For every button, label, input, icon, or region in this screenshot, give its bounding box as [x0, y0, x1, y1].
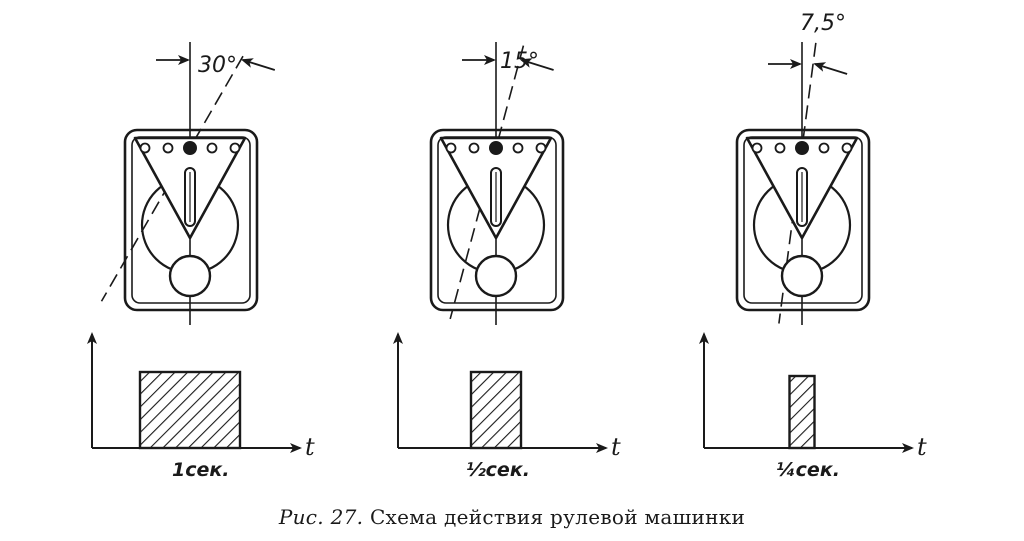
- time-axis-label: t: [917, 433, 927, 461]
- servo-panel-2: 15° t ½сек.: [393, 42, 621, 481]
- angle-arrow-right: [813, 62, 848, 75]
- hole-1: [751, 142, 763, 154]
- time-axis-label: t: [611, 433, 621, 461]
- pivot-point: [489, 141, 503, 155]
- time-axis-label: t: [305, 433, 315, 461]
- housing-outer: [123, 128, 259, 312]
- servo-panel-3: 7,5° t ¼сек.: [699, 11, 927, 481]
- pulse-graph: t 1сек.: [87, 332, 315, 481]
- pulse-bar: [788, 374, 816, 450]
- angle-label: 30°: [198, 53, 237, 78]
- pulse-bar: [469, 370, 523, 450]
- hole-2: [162, 142, 174, 154]
- angle-arrow-right: [519, 58, 554, 71]
- hole-3: [818, 142, 830, 154]
- angle-indicator: 15°: [449, 42, 554, 325]
- pulse-duration-label: 1сек.: [172, 459, 229, 481]
- servo-housing: [123, 128, 259, 312]
- housing-outer: [735, 128, 871, 312]
- hole-1: [139, 142, 151, 154]
- figure-caption: Рис. 27. Схема действия рулевой машинки: [0, 505, 1024, 529]
- figure-number: Рис. 27.: [278, 505, 364, 529]
- pivot-point: [183, 141, 197, 155]
- lower-pulley: [168, 254, 212, 298]
- servo-panel-1: 30° t 1сек.: [87, 42, 315, 481]
- servo-housing: [735, 128, 871, 312]
- angle-arrow-right: [240, 58, 276, 71]
- hole-4: [841, 142, 853, 154]
- housing-outer: [429, 128, 565, 312]
- hole-3: [512, 142, 524, 154]
- caption-text: Схема действия рулевой машинки: [369, 505, 746, 529]
- pulse-graph: t ½сек.: [393, 332, 621, 481]
- hole-1: [445, 142, 457, 154]
- hole-2: [774, 142, 786, 154]
- lower-pulley: [780, 254, 824, 298]
- hole-4: [229, 142, 241, 154]
- hole-2: [468, 142, 480, 154]
- pivot-point: [795, 141, 809, 155]
- lower-pulley: [474, 254, 518, 298]
- deflection-line: [449, 45, 525, 320]
- pulse-graph: t ¼сек.: [699, 332, 927, 481]
- hole-4: [535, 142, 547, 154]
- servo-housing: [429, 128, 565, 312]
- angle-label: 7,5°: [800, 11, 846, 36]
- angle-label: 15°: [500, 49, 539, 74]
- steering-servo-diagram: 30° t 1сек.: [87, 11, 927, 481]
- pulse-duration-label: ¼сек.: [776, 459, 840, 481]
- pulse-duration-label: ½сек.: [466, 459, 530, 481]
- pulse-bar: [138, 370, 242, 450]
- hole-3: [206, 142, 218, 154]
